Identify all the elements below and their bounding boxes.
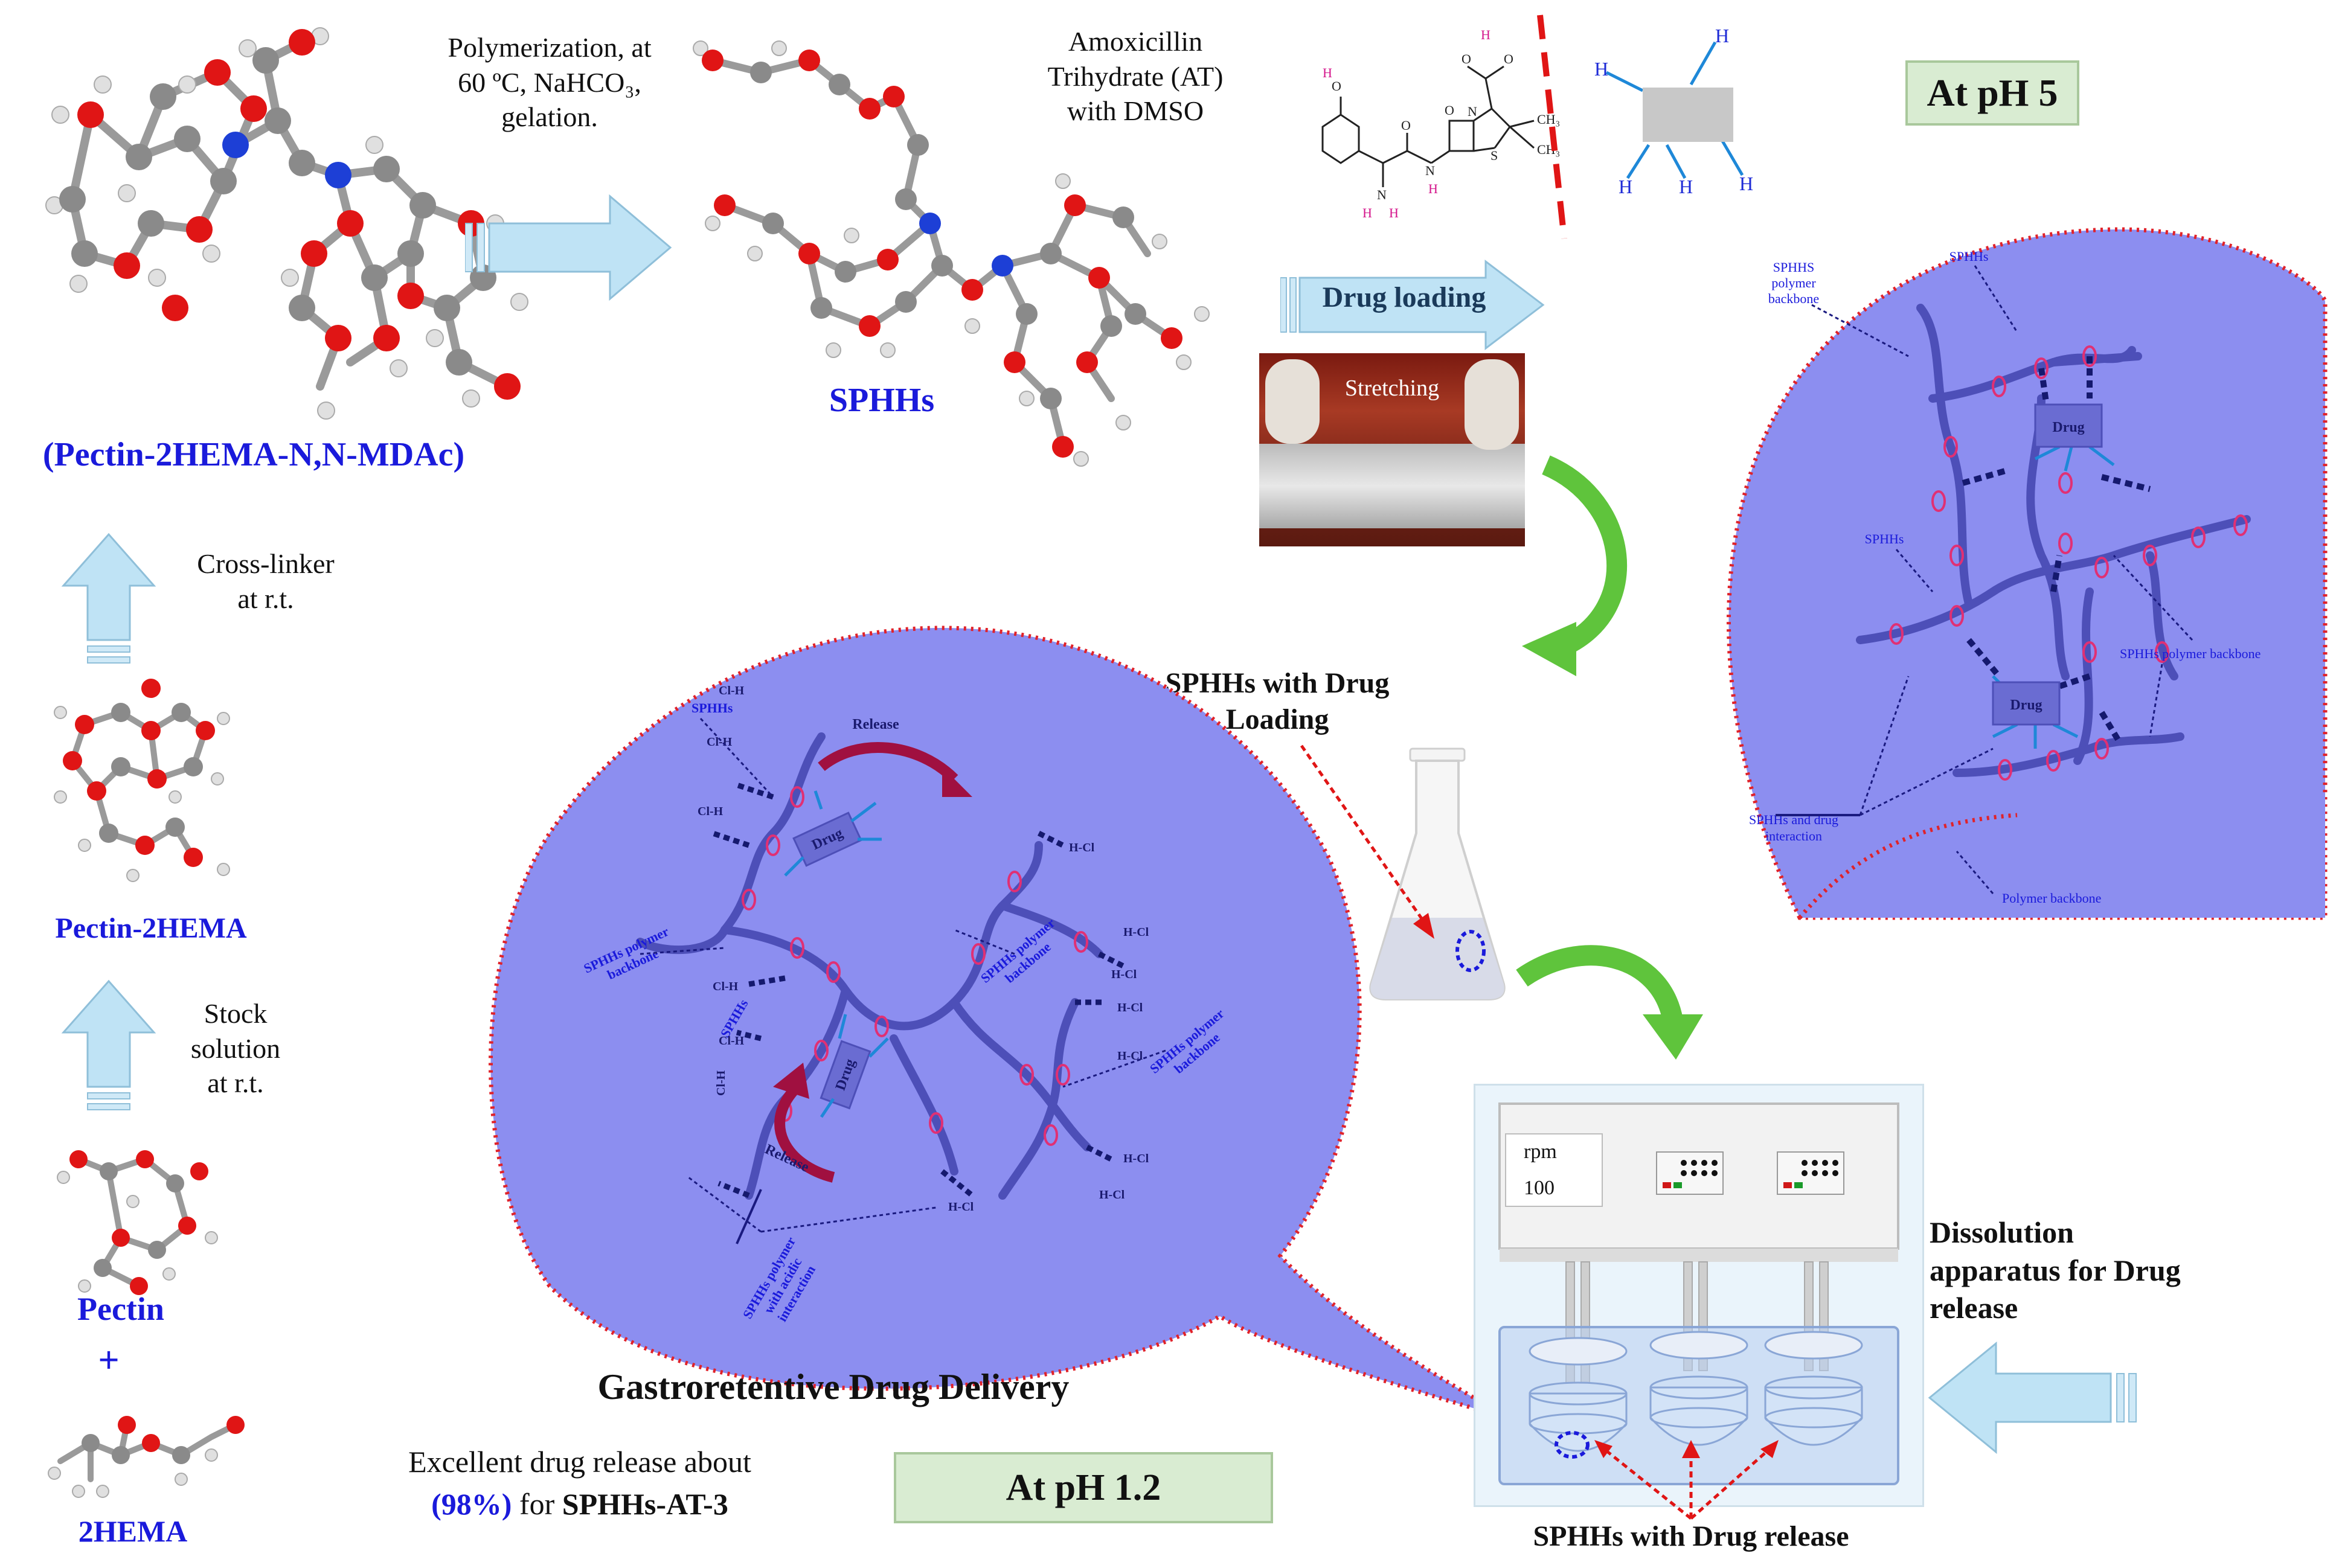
svg-text:CH₃: CH₃: [1537, 112, 1560, 127]
plus-sign: +: [98, 1340, 120, 1381]
amoxicillin-structure: O H O N H H N H O N S O O H CH₃ CH₃: [1321, 27, 1560, 220]
stock-solution-arrow: [61, 979, 156, 1110]
sphhs-molecule: [693, 40, 1210, 467]
svg-text:H: H: [1428, 181, 1438, 196]
svg-text:H-Cl: H-Cl: [1123, 1152, 1149, 1165]
release-pointer-arrows: [1594, 1440, 1779, 1520]
svg-text:SPHHs: SPHHs: [1865, 531, 1904, 546]
svg-text:rpm: rpm: [1524, 1141, 1557, 1163]
svg-text:SPHHs: SPHHs: [691, 700, 733, 715]
svg-text:H-Cl: H-Cl: [1069, 841, 1095, 854]
red-dashed-separator: [1537, 14, 1567, 239]
svg-text:polymer: polymer: [1771, 275, 1816, 290]
stock-solution-text: Stock solution at r.t.: [190, 998, 281, 1098]
svg-text:SPHHs: SPHHs: [1949, 249, 1989, 264]
ph12-label-box: At pH 1.2: [894, 1452, 1273, 1523]
svg-text:H: H: [1739, 173, 1753, 194]
svg-text:O: O: [1504, 51, 1513, 66]
svg-text:Drug: Drug: [2052, 420, 2084, 435]
excellent-release-line2: (98%) for SPHHs-AT-3: [338, 1485, 821, 1523]
pectin-2hema-mdac-molecule: [45, 27, 528, 420]
svg-text:H: H: [1323, 65, 1332, 80]
svg-text:H: H: [1362, 205, 1372, 220]
svg-text:N: N: [1377, 187, 1387, 202]
2hema-molecule: [48, 1416, 245, 1498]
svg-text:H-Cl: H-Cl: [1111, 968, 1137, 981]
svg-text:S: S: [1490, 148, 1498, 163]
sphhs-label: SPHHs: [829, 382, 935, 419]
pectin-2hema-molecule: [54, 679, 230, 882]
amoxicillin-text: Amoxicillin Trihydrate (AT) with DMSO: [1047, 26, 1224, 126]
svg-text:backbone: backbone: [1768, 291, 1819, 306]
svg-text:Cl-H: Cl-H: [713, 980, 739, 993]
sphhs-drug-loading-label: SPHHs with Drug Loading: [1165, 667, 1390, 735]
dissolution-apparatus: rpm 100: [1474, 1084, 1924, 1507]
sphhs-drug-release-label: SPHHs with Drug release: [1533, 1520, 1849, 1552]
pectin-2hema-mdac-label: (Pectin-2HEMA-N,N-MDAc): [42, 436, 465, 473]
svg-text:100: 100: [1524, 1177, 1555, 1199]
stretching-photo: Stretching: [1259, 353, 1525, 546]
2hema-label: 2HEMA: [78, 1514, 188, 1548]
svg-text:N: N: [1425, 163, 1435, 178]
green-curved-arrow-1: [1522, 455, 1628, 676]
svg-text:H-Cl: H-Cl: [948, 1200, 974, 1214]
release-percentage: (98%): [431, 1487, 512, 1521]
svg-text:H: H: [1481, 27, 1490, 42]
svg-text:Cl-H: Cl-H: [707, 735, 733, 749]
drug-loading-arrow: [1280, 260, 1545, 350]
drug-loading-label: Drug loading: [1322, 281, 1486, 313]
polymerization-text: Polymerization, at 60 ºC, NaHCO₃, gelati…: [448, 32, 652, 132]
svg-text:O: O: [1332, 78, 1341, 94]
svg-text:SPHHS: SPHHS: [1773, 260, 1814, 275]
svg-text:Cl-H: Cl-H: [714, 1070, 728, 1096]
pectin-label: Pectin: [77, 1291, 164, 1327]
flask: [1369, 747, 1506, 1000]
svg-text:H: H: [1619, 176, 1632, 197]
svg-text:Cl-H: Cl-H: [719, 1034, 745, 1048]
cross-linker-text: Cross-linker at r.t.: [197, 548, 335, 614]
svg-text:Polymer backbone: Polymer backbone: [2002, 891, 2101, 906]
svg-text:H: H: [1389, 205, 1399, 220]
svg-text:O: O: [1401, 118, 1411, 133]
svg-text:Drug: Drug: [2010, 697, 2042, 713]
cross-linker-arrow: [61, 533, 156, 664]
loading-pointer-arrow: [1300, 744, 1434, 939]
stretching-label: Stretching: [1344, 376, 1440, 401]
svg-text:Cl-H: Cl-H: [719, 684, 745, 697]
svg-text:H: H: [1715, 25, 1729, 46]
ph12-bubble: Drug Drug Release Release SPHHs SPHHs SP…: [489, 626, 1511, 1421]
svg-text:O: O: [1462, 51, 1471, 66]
pectin-molecule: [57, 1150, 218, 1295]
release-sample: SPHHs-AT-3: [562, 1487, 728, 1521]
excellent-release-line1: Excellent drug release about: [408, 1445, 751, 1479]
svg-text:H: H: [1594, 58, 1608, 80]
svg-text:interaction: interaction: [1765, 828, 1822, 843]
svg-text:O: O: [1445, 103, 1454, 118]
svg-text:N: N: [1468, 104, 1477, 119]
water-molecule-block: H H H H H: [1594, 25, 1753, 197]
green-curved-arrow-2: [1516, 945, 1703, 1060]
svg-text:H-Cl: H-Cl: [1123, 926, 1149, 939]
svg-text:H-Cl: H-Cl: [1117, 1001, 1143, 1014]
svg-text:H: H: [1679, 176, 1693, 197]
release-for: for: [512, 1487, 562, 1521]
ph5-label-box: At pH 5: [1905, 60, 2079, 126]
dissolution-arrow: [1928, 1341, 2137, 1454]
svg-text:H-Cl: H-Cl: [1099, 1188, 1125, 1202]
gastroretentive-title: Gastroretentive Drug Delivery: [597, 1367, 1070, 1407]
pectin-2hema-label: Pectin-2HEMA: [55, 912, 247, 944]
svg-text:Release: Release: [852, 717, 899, 732]
svg-text:SPHHs polymer backbone: SPHHs polymer backbone: [2120, 646, 2261, 661]
dissolution-text: Dissolution apparatus for Drug release: [1930, 1215, 2181, 1325]
ph5-bubble: Drug Drug SPHHS polymer backbone SPHHs S…: [1727, 227, 2328, 920]
svg-text:Cl-H: Cl-H: [698, 805, 724, 818]
polymerization-arrow: [465, 194, 672, 301]
svg-text:H-Cl: H-Cl: [1117, 1049, 1143, 1063]
